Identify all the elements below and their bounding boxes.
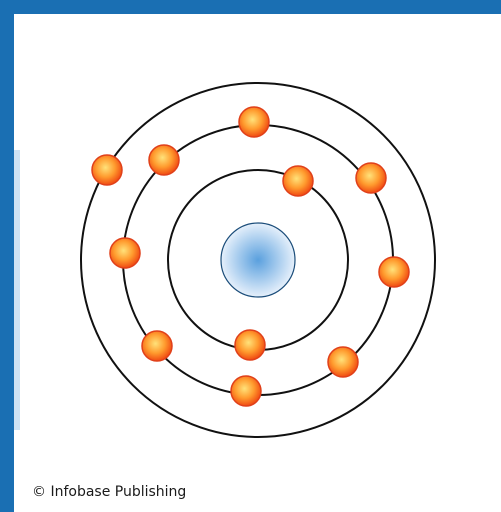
nucleus bbox=[221, 223, 295, 297]
electron bbox=[283, 166, 313, 196]
electron bbox=[356, 163, 386, 193]
electron bbox=[231, 376, 261, 406]
copyright-credit: © Infobase Publishing bbox=[32, 484, 186, 500]
electron bbox=[239, 107, 269, 137]
electron bbox=[110, 238, 140, 268]
electron bbox=[142, 331, 172, 361]
electron bbox=[92, 155, 122, 185]
electron bbox=[328, 347, 358, 377]
electron bbox=[235, 330, 265, 360]
electron bbox=[149, 145, 179, 175]
electron bbox=[379, 257, 409, 287]
